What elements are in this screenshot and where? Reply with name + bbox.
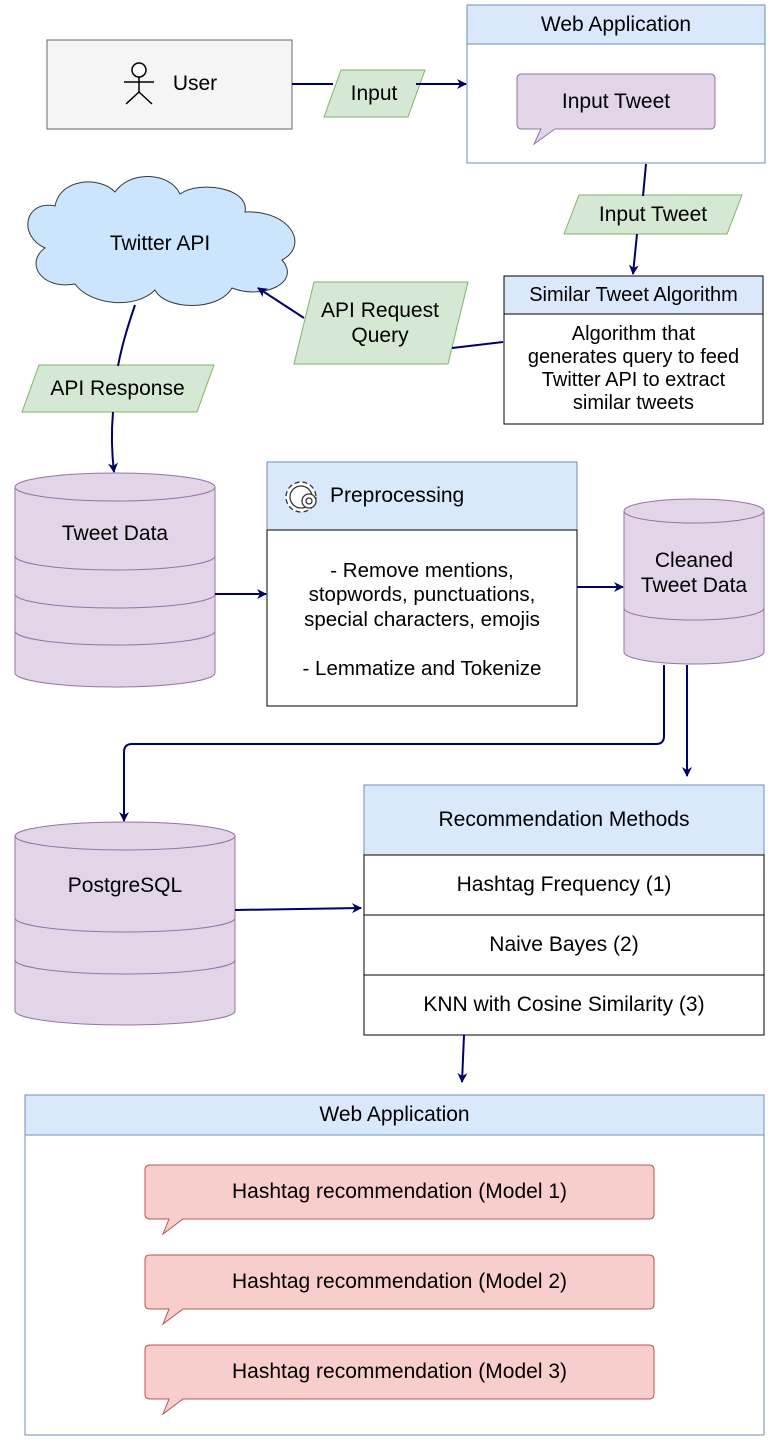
recommendation-method-1: Hashtag Frequency (1)	[456, 873, 672, 897]
preprocessing-body	[266, 529, 578, 707]
arrow-recommendation-to-webapp	[457, 1034, 468, 1083]
recommendation-title: Recommendation Methods	[438, 808, 690, 832]
api-response-flow-shape	[21, 364, 215, 413]
recommendation-method-2-box	[363, 914, 765, 976]
web-app-bottom-title: Web Application	[319, 1103, 470, 1127]
tweet-data-cylinder	[14, 472, 216, 688]
similar-tweet-header	[503, 275, 764, 315]
recommendation-header	[363, 784, 765, 856]
web-app-bottom-header	[24, 1094, 765, 1136]
arrow-request-to-twitter	[257, 287, 305, 319]
recommendation-bubble-3-label: Hashtag recommendation (Model 3)	[232, 1360, 567, 1384]
recommendation-method-3-box	[363, 974, 765, 1036]
recommendation-bubble-2	[144, 1254, 655, 1326]
input-tweet-bubble-label: Input Tweet	[561, 89, 671, 113]
postgres-cylinder	[14, 821, 236, 1026]
gear-icon	[285, 481, 317, 513]
similar-tweet-title: Similar Tweet Algorithm	[529, 284, 738, 306]
similar-tweet-body	[503, 313, 764, 425]
arrow-cleaned-to-postgres	[119, 665, 665, 822]
recommendation-method-3: KNN with Cosine Similarity (3)	[423, 993, 705, 1017]
postgres-label: PostgreSQL	[67, 874, 183, 898]
arrow-input-tweet-to-algorithm	[628, 233, 639, 275]
input-tweet-flow-label: Input Tweet	[598, 202, 708, 226]
input-tweet-bubble	[516, 73, 716, 146]
web-app-top-header	[466, 4, 766, 45]
api-request-flow-shape	[293, 281, 469, 365]
cleaned-data-label: Cleaned Tweet Data	[640, 548, 748, 597]
api-request-flow-label: API Request Query	[321, 298, 439, 347]
arrow-postgres-to-recommendation	[234, 903, 362, 914]
api-response-flow-label: API Response	[50, 376, 185, 400]
cleaned-data-cylinder	[623, 498, 765, 665]
preprocessing-header	[266, 461, 578, 531]
recommendation-bubble-1	[144, 1164, 655, 1236]
web-app-top-title: Web Application	[540, 12, 692, 36]
arrow-response-to-tweet-data	[107, 411, 118, 473]
input-flow-label: Input	[350, 81, 398, 105]
recommendation-bubble-3	[144, 1344, 655, 1416]
recommendation-method-2: Naive Bayes (2)	[489, 933, 639, 957]
input-flow-shape	[323, 69, 426, 118]
arrow-twitter-to-response	[117, 304, 136, 367]
arrow-algorithm-to-request	[451, 341, 504, 349]
preprocessing-body: - Remove mentions, stopwords, punctuatio…	[302, 558, 542, 680]
twitter-api-label: Twitter API	[109, 232, 211, 256]
recommendation-bubble-1-label: Hashtag recommendation (Model 1)	[232, 1180, 567, 1204]
user-label: User	[172, 72, 218, 96]
similar-tweet-body: Algorithm that generates query to feed T…	[527, 323, 740, 414]
actor-icon	[124, 62, 154, 105]
arrow-webapp-to-input-tweet	[642, 163, 647, 197]
tweet-data-label: Tweet Data	[61, 522, 169, 546]
input-tweet-flow-shape	[563, 194, 743, 235]
twitter-api-cloud	[27, 176, 296, 306]
recommendation-method-1-box	[363, 854, 765, 916]
user-box	[46, 39, 293, 130]
recommendation-bubble-2-label: Hashtag recommendation (Model 2)	[232, 1270, 567, 1294]
preprocessing-title: Preprocessing	[330, 484, 465, 508]
